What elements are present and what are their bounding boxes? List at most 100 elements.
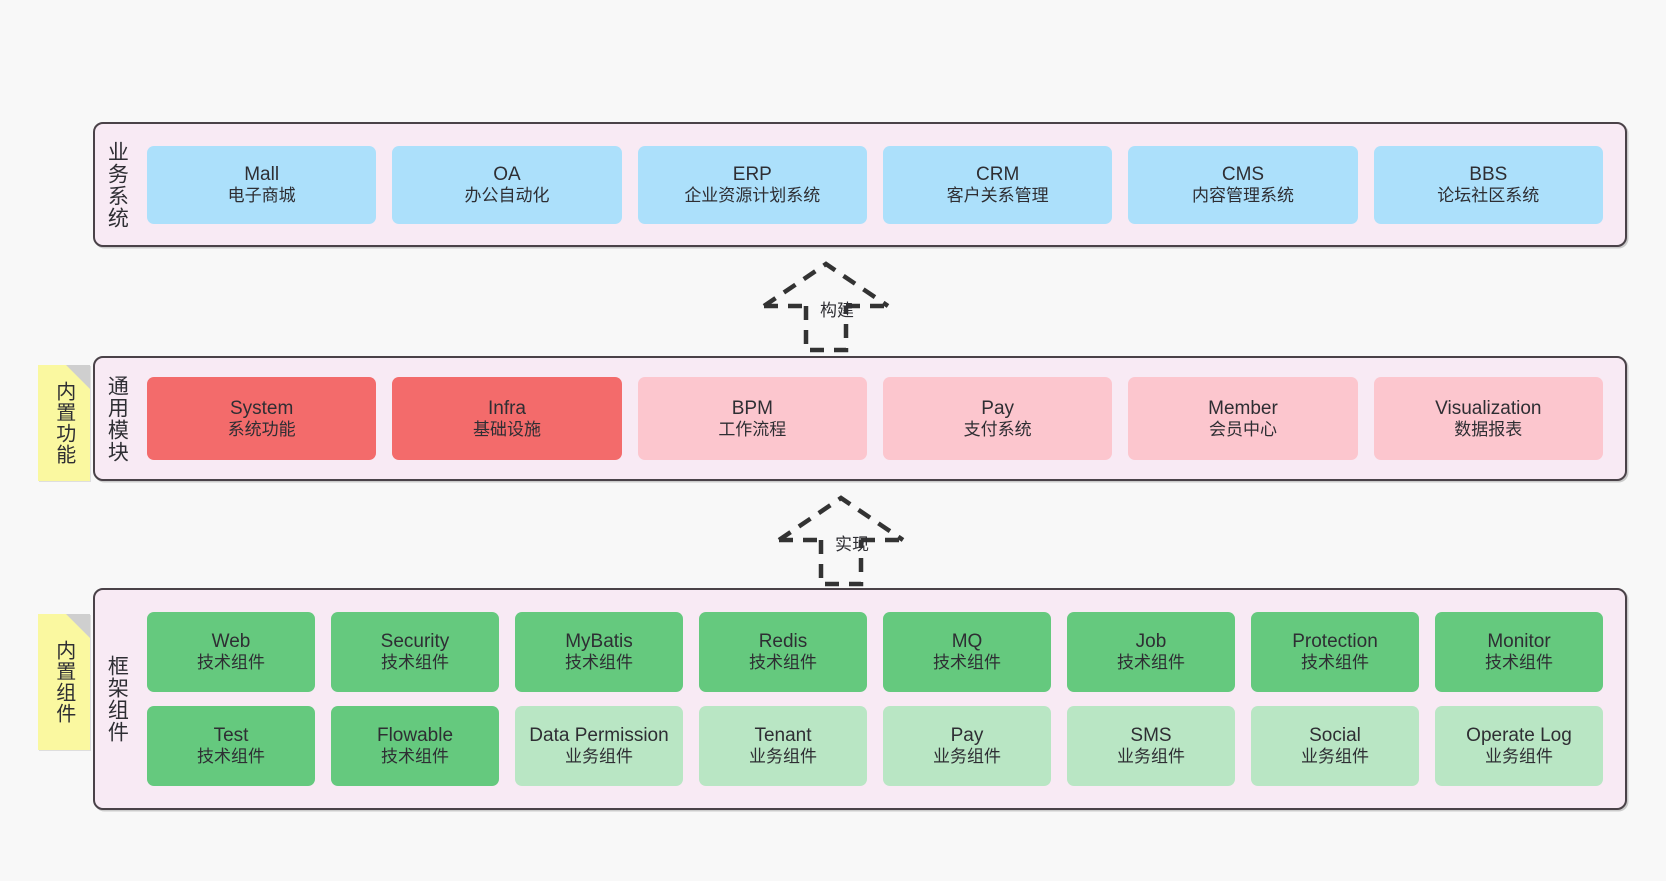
card-sms[interactable]: SMS 业务组件 [1067, 706, 1235, 786]
card-mq-subtitle: 技术组件 [933, 653, 1001, 673]
card-crm-subtitle: 客户关系管理 [946, 185, 1049, 205]
card-redis-subtitle: 技术组件 [749, 653, 817, 673]
card-infra-title: Infra [487, 397, 526, 419]
card-social-title: Social [1309, 725, 1361, 747]
card-protection[interactable]: Protection 技术组件 [1251, 612, 1419, 692]
card-data-permission-title: Data Permission [529, 725, 669, 747]
business-card-row: Mall 电子商城 OA 办公自动化 ERP 企业资源计划系统 CRM 客户关系… [147, 145, 1603, 224]
card-pay-component[interactable]: Pay 业务组件 [883, 706, 1051, 786]
card-job[interactable]: Job 技术组件 [1067, 612, 1235, 692]
card-bbs[interactable]: BBS 论坛社区系统 [1373, 145, 1603, 224]
card-cms-title: CMS [1221, 163, 1265, 185]
card-test-subtitle: 技术组件 [197, 747, 265, 767]
note-fold-corner-icon [66, 365, 90, 389]
connector-build-label: 构建 [820, 301, 854, 320]
card-security[interactable]: Security 技术组件 [331, 612, 499, 692]
connector-implement: 实现 [765, 492, 945, 588]
note-fold-corner-icon [66, 614, 90, 638]
card-sms-title: SMS [1130, 725, 1172, 747]
card-protection-subtitle: 技术组件 [1301, 653, 1369, 673]
card-monitor[interactable]: Monitor 技术组件 [1435, 612, 1603, 692]
card-member[interactable]: Member 会员中心 [1128, 377, 1358, 460]
card-pay-module[interactable]: Pay 支付系统 [882, 377, 1113, 460]
framework-card-row-1: Web 技术组件 Security 技术组件 MyBatis 技术组件 Redi… [147, 612, 1603, 692]
note-builtin-components[interactable]: 内置组件 [38, 614, 90, 750]
card-visualization[interactable]: Visualization 数据报表 [1373, 377, 1603, 460]
note-builtin-features-label: 内置功能 [52, 381, 75, 465]
card-infra-subtitle: 基础设施 [472, 419, 541, 439]
card-system-subtitle: 系统功能 [227, 419, 296, 439]
card-member-subtitle: 会员中心 [1208, 419, 1277, 439]
card-web[interactable]: Web 技术组件 [147, 612, 315, 692]
card-mall-title: Mall [244, 163, 280, 185]
card-pay-module-title: Pay [981, 397, 1015, 419]
card-erp[interactable]: ERP 企业资源计划系统 [637, 145, 867, 224]
card-cms-subtitle: 内容管理系统 [1191, 185, 1294, 205]
card-test-title: Test [213, 725, 249, 747]
card-erp-title: ERP [732, 163, 772, 185]
card-monitor-title: Monitor [1487, 631, 1551, 653]
layer-common-module[interactable]: 通用模块 System 系统功能 Infra 基础设施 BPM 工作流程 Pay… [93, 356, 1627, 481]
card-system-title: System [229, 397, 294, 419]
card-mybatis-subtitle: 技术组件 [565, 653, 633, 673]
card-bbs-subtitle: 论坛社区系统 [1437, 185, 1540, 205]
layer-business-system-label: 业务系统 [105, 140, 129, 229]
layer-common-module-label: 通用模块 [105, 374, 129, 463]
card-security-subtitle: 技术组件 [381, 653, 449, 673]
card-mq-title: MQ [951, 631, 983, 653]
card-system[interactable]: System 系统功能 [147, 377, 377, 460]
card-sms-subtitle: 业务组件 [1117, 747, 1185, 767]
card-mybatis-title: MyBatis [565, 631, 633, 653]
card-pay-component-subtitle: 业务组件 [933, 747, 1001, 767]
card-job-title: Job [1135, 631, 1167, 653]
card-data-permission[interactable]: Data Permission 业务组件 [515, 706, 683, 786]
card-pay-module-subtitle: 支付系统 [963, 419, 1032, 439]
layer-framework-component[interactable]: 框架组件 Web 技术组件 Security 技术组件 MyBatis 技术组件… [93, 588, 1627, 810]
card-bpm-subtitle: 工作流程 [718, 419, 787, 439]
card-flowable-title: Flowable [376, 725, 454, 747]
layer-framework-component-label: 框架组件 [105, 655, 129, 743]
card-erp-subtitle: 企业资源计划系统 [684, 185, 821, 205]
card-oa[interactable]: OA 办公自动化 [392, 145, 622, 224]
card-operate-log[interactable]: Operate Log 业务组件 [1435, 706, 1603, 786]
note-builtin-components-label: 内置组件 [52, 640, 75, 724]
card-tenant[interactable]: Tenant 业务组件 [699, 706, 867, 786]
card-test[interactable]: Test 技术组件 [147, 706, 315, 786]
card-data-permission-subtitle: 业务组件 [565, 747, 633, 767]
card-oa-subtitle: 办公自动化 [464, 185, 550, 205]
card-redis-title: Redis [758, 631, 808, 653]
card-bpm-title: BPM [731, 397, 773, 419]
card-protection-title: Protection [1292, 631, 1378, 653]
card-visualization-title: Visualization [1435, 397, 1542, 419]
layer-business-system[interactable]: 业务系统 Mall 电子商城 OA 办公自动化 ERP 企业资源计划系统 CRM… [93, 122, 1627, 247]
card-job-subtitle: 技术组件 [1117, 653, 1185, 673]
card-monitor-subtitle: 技术组件 [1485, 653, 1553, 673]
card-social[interactable]: Social 业务组件 [1251, 706, 1419, 786]
note-builtin-features[interactable]: 内置功能 [38, 365, 90, 481]
card-operate-log-subtitle: 业务组件 [1485, 747, 1553, 767]
card-pay-component-title: Pay [950, 725, 984, 747]
card-bbs-title: BBS [1469, 163, 1508, 185]
card-visualization-subtitle: 数据报表 [1454, 419, 1523, 439]
card-operate-log-title: Operate Log [1466, 725, 1572, 747]
module-card-row: System 系统功能 Infra 基础设施 BPM 工作流程 Pay 支付系统… [147, 377, 1603, 460]
card-cms[interactable]: CMS 内容管理系统 [1128, 145, 1358, 224]
card-mall[interactable]: Mall 电子商城 [147, 145, 377, 224]
card-mall-subtitle: 电子商城 [227, 185, 296, 205]
card-mq[interactable]: MQ 技术组件 [883, 612, 1051, 692]
card-web-subtitle: 技术组件 [197, 653, 265, 673]
card-security-title: Security [380, 631, 450, 653]
card-oa-title: OA [493, 163, 521, 185]
card-crm[interactable]: CRM 客户关系管理 [882, 145, 1113, 224]
card-flowable[interactable]: Flowable 技术组件 [331, 706, 499, 786]
card-bpm[interactable]: BPM 工作流程 [637, 377, 867, 460]
card-redis[interactable]: Redis 技术组件 [699, 612, 867, 692]
connector-build: 构建 [750, 258, 930, 354]
card-social-subtitle: 业务组件 [1301, 747, 1369, 767]
card-infra[interactable]: Infra 基础设施 [392, 377, 622, 460]
card-mybatis[interactable]: MyBatis 技术组件 [515, 612, 683, 692]
layer-framework-component-body: Web 技术组件 Security 技术组件 MyBatis 技术组件 Redi… [137, 590, 1625, 808]
card-crm-title: CRM [976, 163, 1020, 185]
layer-business-system-body: Mall 电子商城 OA 办公自动化 ERP 企业资源计划系统 CRM 客户关系… [137, 124, 1625, 245]
